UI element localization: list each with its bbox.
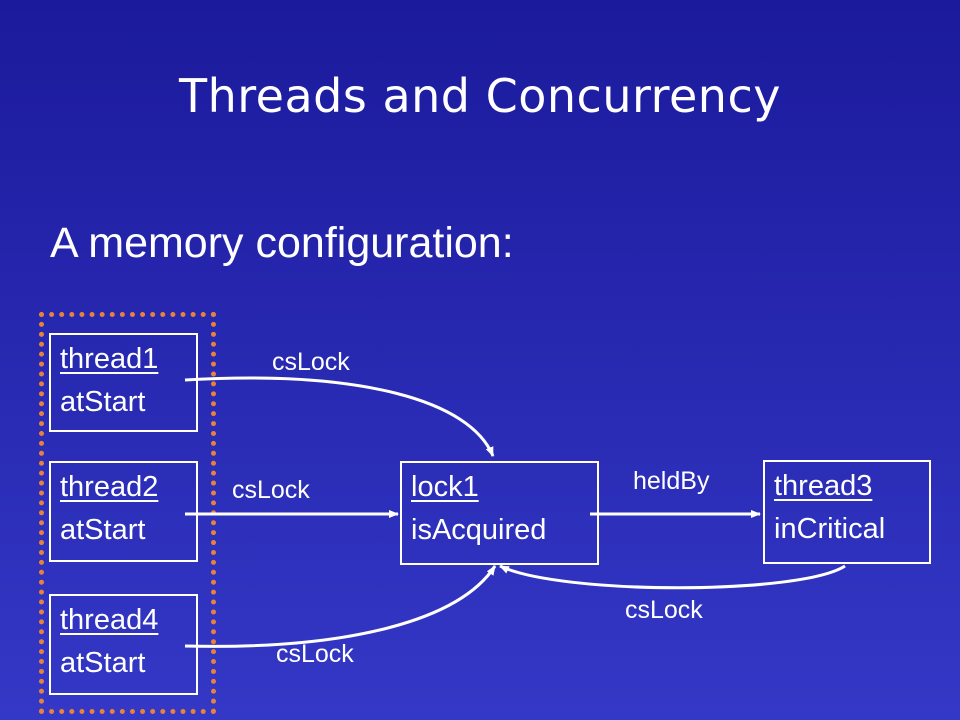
node-lock1-name: lock1 (411, 471, 479, 503)
slide-title: Threads and Concurrency (179, 69, 781, 123)
node-thread1: thread1 atStart (49, 333, 198, 432)
node-thread2-name: thread2 (60, 471, 159, 503)
node-thread3-name: thread3 (774, 470, 873, 502)
node-thread3-state: inCritical (774, 513, 886, 545)
edge-label-thread1-lock1: csLock (272, 348, 350, 376)
edge-label-thread4-lock1: csLock (276, 640, 354, 668)
edge-label-lock1-thread3: heldBy (633, 467, 710, 495)
node-thread4-name: thread4 (60, 604, 159, 636)
edge-thread4-lock1 (184, 565, 497, 648)
edge-label-thread3-lock1: csLock (625, 596, 703, 624)
node-thread1-state: atStart (60, 386, 146, 418)
node-lock1: lock1 isAcquired (400, 461, 599, 565)
node-thread4: thread4 atStart (49, 594, 198, 695)
node-thread2-state: atStart (60, 514, 146, 546)
node-thread4-state: atStart (60, 647, 146, 679)
slide-subtitle: A memory configuration: (50, 219, 514, 267)
node-thread1-name: thread1 (60, 343, 159, 375)
edge-thread3-lock1 (499, 564, 846, 590)
edge-thread1-lock1 (184, 376, 495, 457)
node-thread3: thread3 inCritical (763, 460, 931, 564)
edge-label-thread2-lock1: csLock (232, 476, 310, 504)
node-thread2: thread2 atStart (49, 461, 198, 562)
node-lock1-state: isAcquired (411, 514, 547, 546)
